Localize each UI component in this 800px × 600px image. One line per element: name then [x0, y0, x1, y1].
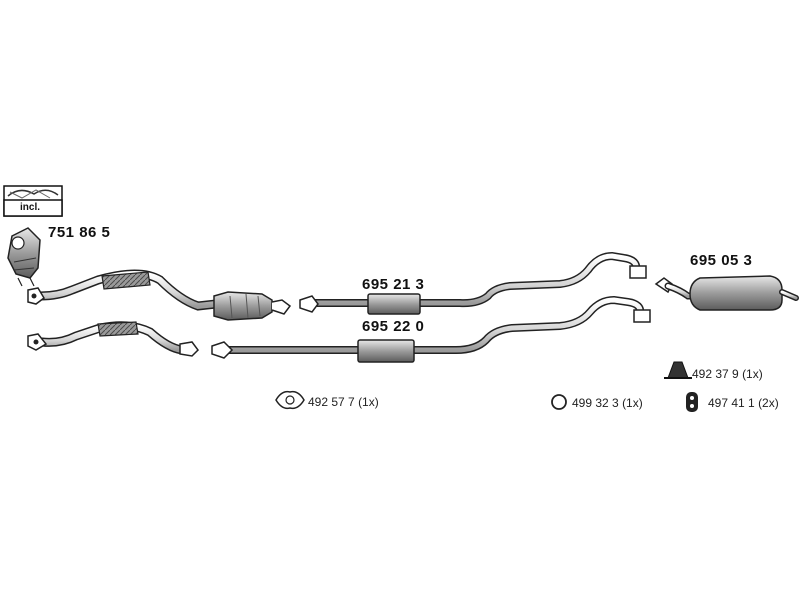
accessory-number: 497 41 1 — [708, 396, 755, 410]
kit-included-icon — [3, 185, 63, 217]
gasket-icon — [275, 390, 305, 410]
accessory-qty: (1x) — [742, 367, 763, 381]
accessory-qty: (1x) — [622, 396, 643, 410]
rear-silencer — [654, 275, 799, 311]
part-number-catalytic-converter: 751 86 5 — [48, 224, 111, 241]
mount-bracket-icon — [664, 361, 692, 379]
accessory-ring-label: 499 32 3 (1x) — [572, 396, 643, 410]
middle-silencer-lower — [211, 295, 651, 363]
catalytic-converter-part — [7, 227, 41, 287]
part-number-middle-silencer-a: 695 21 3 — [362, 276, 425, 293]
accessory-number: 492 57 7 — [308, 395, 355, 409]
accessory-number: 499 32 3 — [572, 396, 619, 410]
accessory-gasket-label: 492 57 7 (1x) — [308, 395, 379, 409]
accessory-number: 492 37 9 — [692, 367, 739, 381]
part-number-rear-silencer: 695 05 3 — [690, 252, 753, 269]
front-pipe-upper — [27, 269, 292, 321]
rubber-hanger-icon — [686, 392, 698, 412]
front-pipe-lower — [27, 321, 199, 357]
accessory-qty: (2x) — [758, 396, 779, 410]
part-number-middle-silencer-b: 695 22 0 — [362, 318, 425, 335]
ring-icon — [551, 394, 567, 410]
accessory-qty: (1x) — [358, 395, 379, 409]
accessory-hanger-label: 497 41 1 (2x) — [708, 396, 779, 410]
accessory-mount-label: 492 37 9 (1x) — [692, 367, 763, 381]
middle-silencer-upper — [299, 251, 647, 315]
kit-included-label: incl. — [20, 202, 41, 213]
